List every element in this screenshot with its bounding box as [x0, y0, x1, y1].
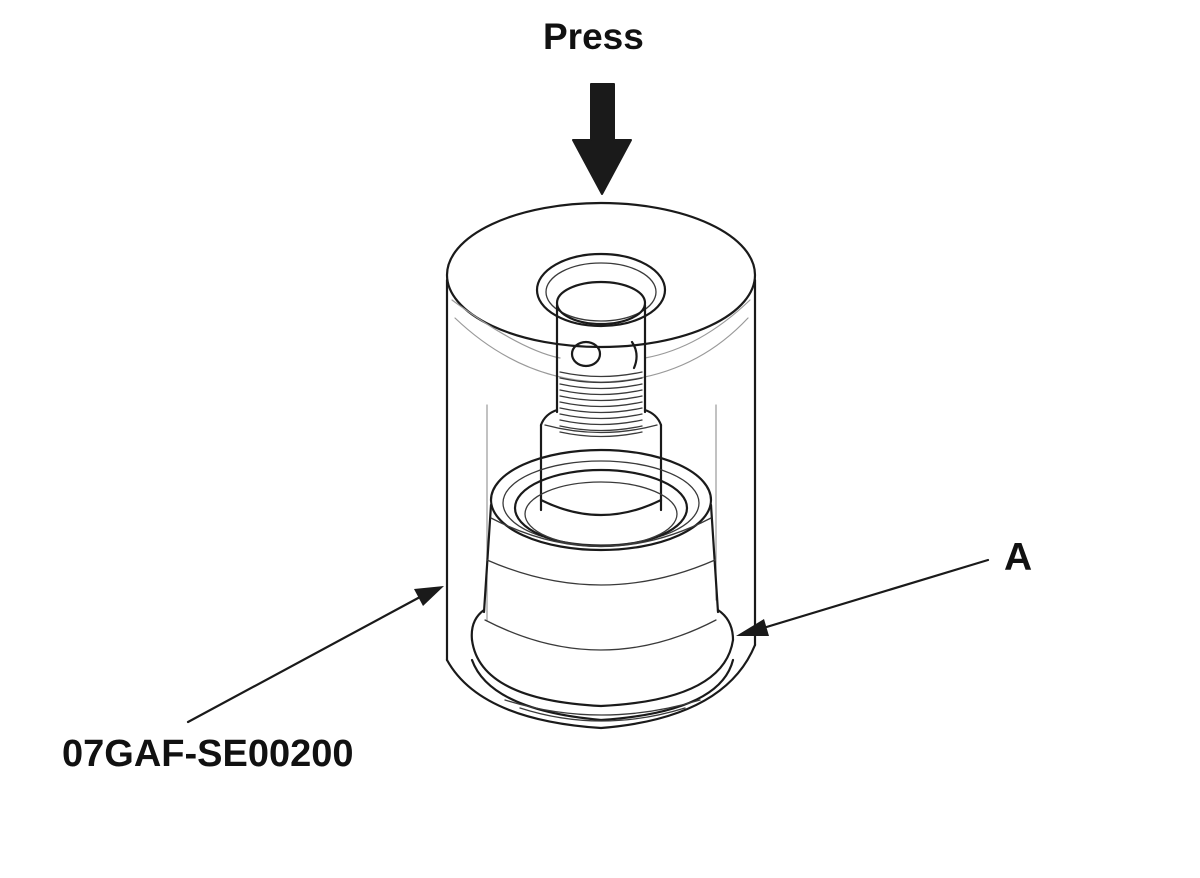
leader-tool [186, 586, 444, 724]
part-a-body [482, 503, 720, 614]
shaft-collar [539, 408, 663, 512]
bearing [489, 448, 713, 552]
tool-number-label: 07GAF-SE00200 [62, 733, 354, 775]
press-arrow [572, 83, 632, 195]
sleeve-bore [535, 252, 667, 328]
leader-a [736, 558, 990, 636]
threaded-shaft [555, 303, 647, 438]
press-label: Press [543, 16, 644, 57]
tool-sleeve [445, 201, 757, 730]
part-a-label: A [1004, 536, 1033, 579]
bottom-flange [470, 608, 735, 722]
